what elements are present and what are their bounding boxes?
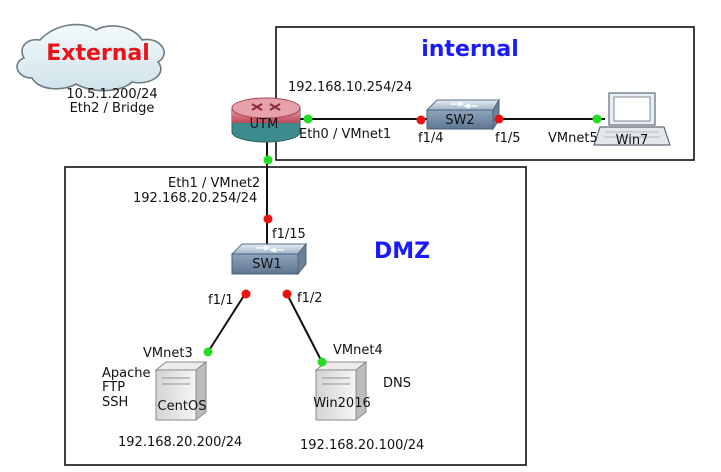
dmz-zone-box [64,166,527,466]
port-dot-sw2-f1-5 [494,114,504,124]
external-interface: Eth2 / Bridge [70,101,155,116]
cloud-icon [16,23,165,92]
port-dot-win2016 [317,357,327,367]
centos-service-apache: Apache [102,366,151,381]
centos-vmnet: VMnet3 [143,346,193,361]
utm-eth1-address: 192.168.20.254/24 [133,191,257,206]
external-address: 10.5.1.200/24 [66,87,157,102]
link-sw1-win2016 [286,293,323,363]
dmz-title: DMZ [374,239,430,264]
utm-eth0-label: Eth0 / VMnet1 [299,127,391,142]
sw1-port-b: f1/2 [297,291,323,306]
port-dot-sw1-f1-15 [263,214,273,224]
sw2-port-a: f1/4 [418,131,444,146]
sw1-uplink-port: f1/15 [272,227,306,242]
link-sw1-centos [207,293,246,353]
port-dot-win7 [592,114,602,124]
centos-address: 192.168.20.200/24 [118,435,242,450]
win2016-address: 192.168.20.100/24 [300,438,424,453]
port-dot-utm-eth0 [303,114,313,124]
sw2-switch-icon[interactable] [425,98,500,131]
internal-title: internal [421,37,519,62]
win2016-label: Win2016 [313,396,371,411]
win2016-service-dns: DNS [383,376,411,391]
utm-eth1-label: Eth1 / VMnet2 [168,176,260,191]
win7-laptop-icon[interactable] [593,92,671,146]
port-dot-sw2-f1-4 [416,115,426,125]
utm-label: UTM [250,117,279,132]
centos-service-ftp: FTP [102,380,125,395]
win2016-server-icon[interactable] [314,360,368,422]
port-dot-sw1-f1-2 [282,289,292,299]
centos-label: CentOS [158,399,207,414]
port-dot-sw1-f1-1 [241,289,251,299]
centos-service-ssh: SSH [102,395,128,410]
win7-label: Win7 [616,133,649,148]
sw1-label: SW1 [252,257,281,272]
utm-firewall-icon[interactable] [231,97,301,143]
port-dot-centos [203,347,213,357]
sw1-port-a: f1/1 [208,293,234,308]
win2016-vmnet: VMnet4 [333,343,383,358]
sw2-label: SW2 [445,113,474,128]
centos-server-icon[interactable] [154,360,208,422]
sw1-switch-icon[interactable] [230,242,308,276]
sw2-port-b: f1/5 [495,131,521,146]
internal-zone-box [275,26,695,161]
external-title: External [46,41,150,66]
port-dot-utm-eth1 [263,155,273,165]
internal-subnet: 192.168.10.254/24 [288,80,412,95]
win7-vmnet: VMnet5 [548,131,598,146]
